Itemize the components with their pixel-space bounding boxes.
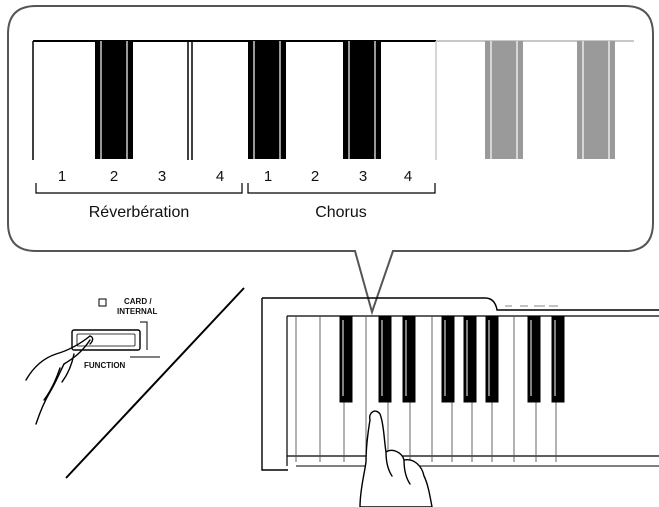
piano-black-key-highlights	[342, 320, 556, 396]
piano-black-key	[339, 315, 353, 403]
enlarged-keyboard	[32, 40, 634, 160]
key-number: 1	[58, 168, 66, 185]
piano-black-key	[485, 315, 499, 403]
piano-black-key	[378, 315, 392, 403]
piano-black-keys	[339, 315, 565, 403]
control-panel: CARD / INTERNAL FUNCTION	[71, 297, 160, 370]
hand-pressing-key-icon	[359, 410, 433, 507]
hand-pressing-button-icon	[25, 335, 94, 425]
group-label-chorus: Chorus	[315, 204, 367, 221]
piano-keyboard	[261, 297, 659, 471]
piano-black-key	[551, 315, 565, 403]
card-internal-label-line1: CARD /	[124, 297, 152, 306]
key-number: 4	[404, 168, 412, 185]
key-number: 4	[216, 168, 224, 185]
separator-line	[65, 287, 245, 479]
piano-outline	[261, 298, 288, 471]
key-number: 1	[264, 168, 272, 185]
piano-black-key	[463, 315, 477, 403]
group-label-reverb: Réverbération	[89, 204, 190, 221]
card-internal-label-line2: INTERNAL	[117, 307, 158, 316]
key-number: 2	[110, 168, 118, 185]
piano-black-key	[402, 315, 416, 403]
piano-top-panel	[262, 297, 659, 311]
piano-black-key	[441, 315, 455, 403]
key-number: 3	[359, 168, 367, 185]
piano-black-key	[527, 315, 541, 403]
key-number: 3	[158, 168, 166, 185]
reverb-bracket	[35, 183, 243, 194]
panel-bracket	[140, 321, 148, 350]
card-internal-led	[98, 298, 107, 307]
key-number: 2	[311, 168, 319, 185]
function-label: FUNCTION	[84, 361, 126, 370]
chorus-bracket	[247, 183, 436, 194]
key-numbers: 1 2 3 4 1 2 3 4	[58, 168, 412, 185]
